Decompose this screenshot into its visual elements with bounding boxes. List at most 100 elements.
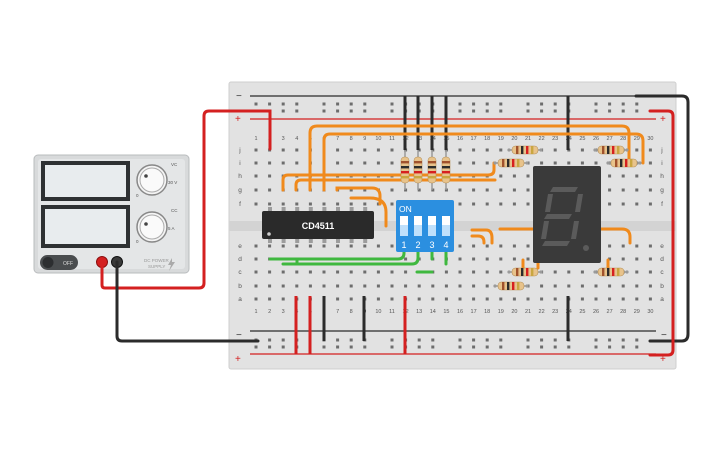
column-number: 11 [389, 136, 395, 142]
resistor-group[interactable] [400, 145, 642, 291]
resistor[interactable] [606, 158, 642, 168]
top-rail-jumpers[interactable] [403, 96, 570, 150]
row-letter: i [661, 160, 662, 167]
row-letter: d [238, 256, 242, 263]
voltage-knob-mid-label: 30 V [168, 180, 177, 185]
wire-rail-bridge-positive[interactable] [648, 109, 675, 357]
column-number: 25 [579, 309, 585, 315]
voltage-knob-min-label: 0 [136, 193, 139, 198]
dip-switch[interactable]: ON 1 2 3 4 [396, 200, 454, 252]
row-letter: h [660, 173, 664, 180]
column-number: 27 [607, 309, 613, 315]
current-knob[interactable] [136, 211, 168, 243]
column-number: 13 [416, 309, 422, 315]
column-number: 16 [457, 309, 463, 315]
row-letter: e [238, 243, 242, 250]
resistor[interactable] [400, 150, 410, 190]
row-letter: b [238, 283, 242, 290]
column-number: 26 [593, 136, 599, 142]
column-number: 16 [457, 136, 463, 142]
row-letter: h [238, 173, 242, 180]
dip-toggle[interactable] [428, 216, 436, 236]
dip-toggles[interactable] [400, 216, 450, 236]
orange-signal-wires[interactable] [281, 124, 645, 270]
dip-on-label: ON [399, 204, 412, 214]
rail-minus-bottom-left: − [236, 330, 242, 341]
column-number: 28 [620, 309, 626, 315]
rail-minus-top-left: − [236, 91, 242, 102]
current-knob-top-label: CC [171, 208, 178, 213]
row-letter: b [660, 283, 664, 290]
rail-minus-bottom-right: − [661, 330, 667, 341]
chip-label: CD4511 [302, 221, 335, 231]
resistor[interactable] [441, 150, 451, 190]
wire-rail-bridge-negative[interactable] [634, 94, 690, 343]
column-number: 1 [254, 136, 257, 142]
resistor[interactable] [507, 267, 543, 277]
psu-brand-line1: DC POWER [144, 258, 170, 263]
column-number: 27 [607, 136, 613, 142]
column-number: 22 [539, 309, 545, 315]
column-number: 7 [336, 309, 339, 315]
column-number: 20 [511, 136, 517, 142]
row-letter: g [660, 187, 664, 194]
column-number: 29 [634, 136, 640, 142]
rail-plus-top-left: + [235, 114, 241, 125]
wire-psu-negative[interactable] [115, 260, 260, 343]
column-number: 10 [375, 309, 381, 315]
resistor[interactable] [493, 281, 529, 291]
row-letter: a [660, 296, 664, 303]
resistor[interactable] [493, 158, 529, 168]
green-signal-wires[interactable] [268, 248, 448, 274]
column-number: 15 [443, 309, 449, 315]
dip-number-3: 3 [429, 240, 434, 250]
resistor[interactable] [413, 150, 423, 190]
column-number: 8 [350, 309, 353, 315]
seven-segment-display[interactable] [533, 166, 601, 263]
column-number: 18 [484, 309, 490, 315]
row-letter: d [660, 256, 664, 263]
resistor[interactable] [427, 150, 437, 190]
column-number: 21 [525, 309, 531, 315]
column-number: 18 [484, 136, 490, 142]
column-number: 10 [375, 136, 381, 142]
column-number: 9 [363, 136, 366, 142]
current-display [41, 205, 130, 248]
column-number: 17 [471, 136, 477, 142]
dip-number-2: 2 [415, 240, 420, 250]
row-letter: e [660, 243, 664, 250]
voltage-display [41, 161, 130, 201]
row-letter: c [238, 269, 242, 276]
voltage-knob[interactable] [136, 164, 168, 196]
row-letter: j [660, 147, 662, 154]
psu-brand-line2: SUPPLY [148, 264, 165, 269]
column-number: 20 [511, 309, 517, 315]
resistor[interactable] [593, 267, 629, 277]
cd4511-chip[interactable]: CD4511 [262, 207, 374, 243]
current-knob-min-label: 0 [136, 239, 139, 244]
dip-toggle[interactable] [400, 216, 408, 236]
rail-plus-bottom-right: + [660, 354, 666, 365]
wire-psu-positive[interactable] [100, 109, 272, 290]
resistor[interactable] [507, 145, 543, 155]
rail-plus-bottom-left: + [235, 354, 241, 365]
row-letter: f [239, 201, 241, 208]
dip-toggle[interactable] [442, 216, 450, 236]
column-number: 23 [552, 309, 558, 315]
column-number: 30 [647, 309, 653, 315]
column-number: 11 [389, 309, 395, 315]
column-number: 22 [539, 136, 545, 142]
power-switch-label: OFF [63, 261, 73, 267]
power-supply[interactable]: VC 30 V 0 CC 5 A 0 OFF DC POWER SUPPLY [33, 154, 190, 274]
rail-plus-top-right: + [660, 114, 666, 125]
column-number: 26 [593, 309, 599, 315]
bottom-rail-jumpers[interactable] [294, 296, 570, 354]
chip-pins [268, 207, 368, 243]
power-switch[interactable]: OFF [40, 255, 78, 270]
chip-pin1-marker [267, 232, 271, 236]
resistor[interactable] [593, 145, 629, 155]
voltage-knob-top-label: VC [171, 162, 178, 167]
dip-toggle[interactable] [414, 216, 422, 236]
row-letter: a [238, 296, 242, 303]
column-number: 4 [295, 136, 298, 142]
